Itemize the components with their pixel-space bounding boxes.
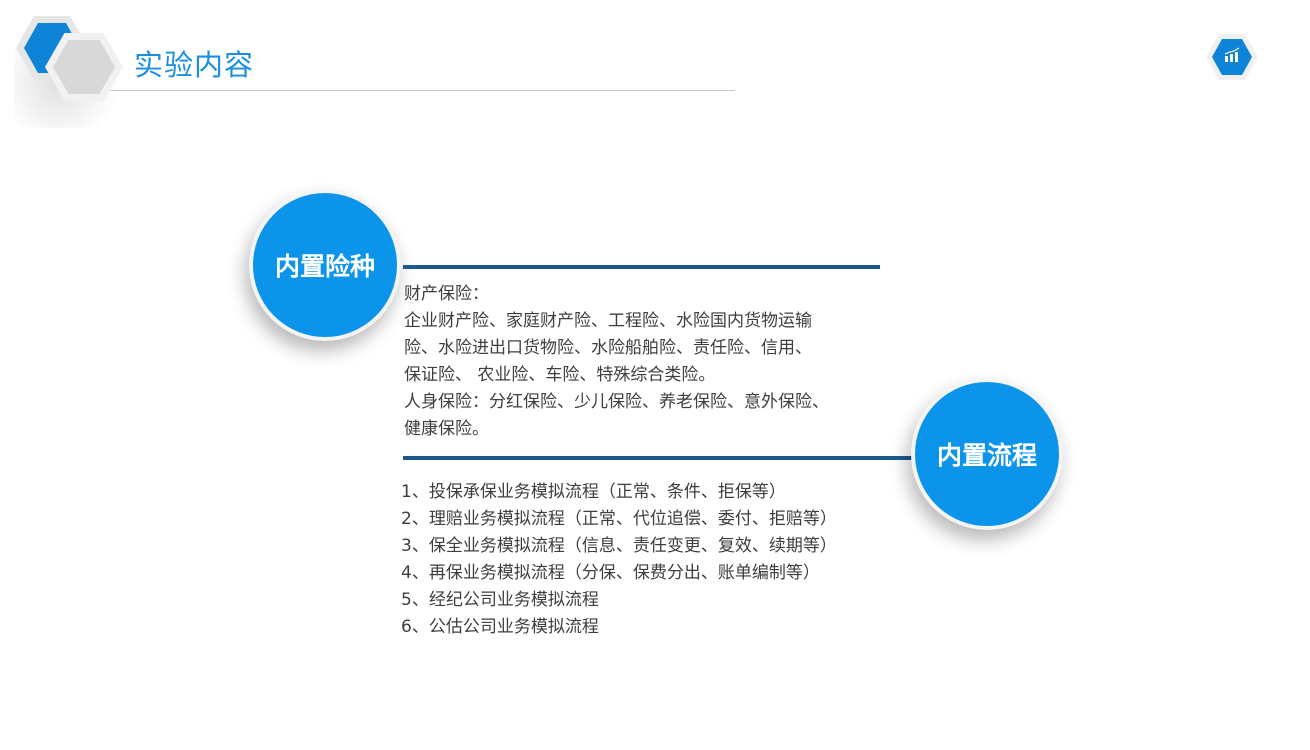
list-item: 2、理赔业务模拟流程（正常、代位追偿、委付、拒赔等） xyxy=(401,509,837,529)
text-line: 人身保险：分红保险、少儿保险、养老保险、意外保险、 xyxy=(404,392,829,412)
insurance-types-text: 财产保险： 企业财产险、家庭财产险、工程险、水险国内货物运输 险、水险进出口货物… xyxy=(404,281,884,443)
list-item: 5、经纪公司业务模拟流程 xyxy=(401,590,599,610)
bar-chart-icon xyxy=(1224,47,1240,62)
process-circle: 内置流程 xyxy=(911,378,1063,530)
list-item: 4、再保业务模拟流程（分保、保费分出、账单编制等） xyxy=(401,563,820,583)
list-item: 6、公估公司业务模拟流程 xyxy=(401,617,599,637)
list-item: 1、投保承保业务模拟流程（正常、条件、拒保等） xyxy=(401,482,786,502)
title-underline xyxy=(110,90,735,91)
process-label: 内置流程 xyxy=(936,441,1037,470)
process-divider xyxy=(403,456,913,460)
text-line: 健康保险。 xyxy=(404,419,489,439)
insurance-types-circle: 内置险种 xyxy=(249,189,401,341)
insurance-divider xyxy=(403,265,880,269)
insurance-types-label: 内置险种 xyxy=(274,252,375,281)
text-line: 企业财产险、家庭财产险、工程险、水险国内货物运输 xyxy=(404,311,812,331)
text-line: 财产保险： xyxy=(404,284,489,304)
page-title: 实验内容 xyxy=(134,48,255,82)
text-line: 险、水险进出口货物险、水险船舶险、责任险、信用、 xyxy=(404,338,812,358)
list-item: 3、保全业务模拟流程（信息、责任变更、复效、续期等） xyxy=(401,536,837,556)
text-line: 保证险、 农业险、车险、特殊综合类险。 xyxy=(404,365,716,385)
process-list: 1、投保承保业务模拟流程（正常、条件、拒保等） 2、理赔业务模拟流程（正常、代位… xyxy=(401,479,901,641)
